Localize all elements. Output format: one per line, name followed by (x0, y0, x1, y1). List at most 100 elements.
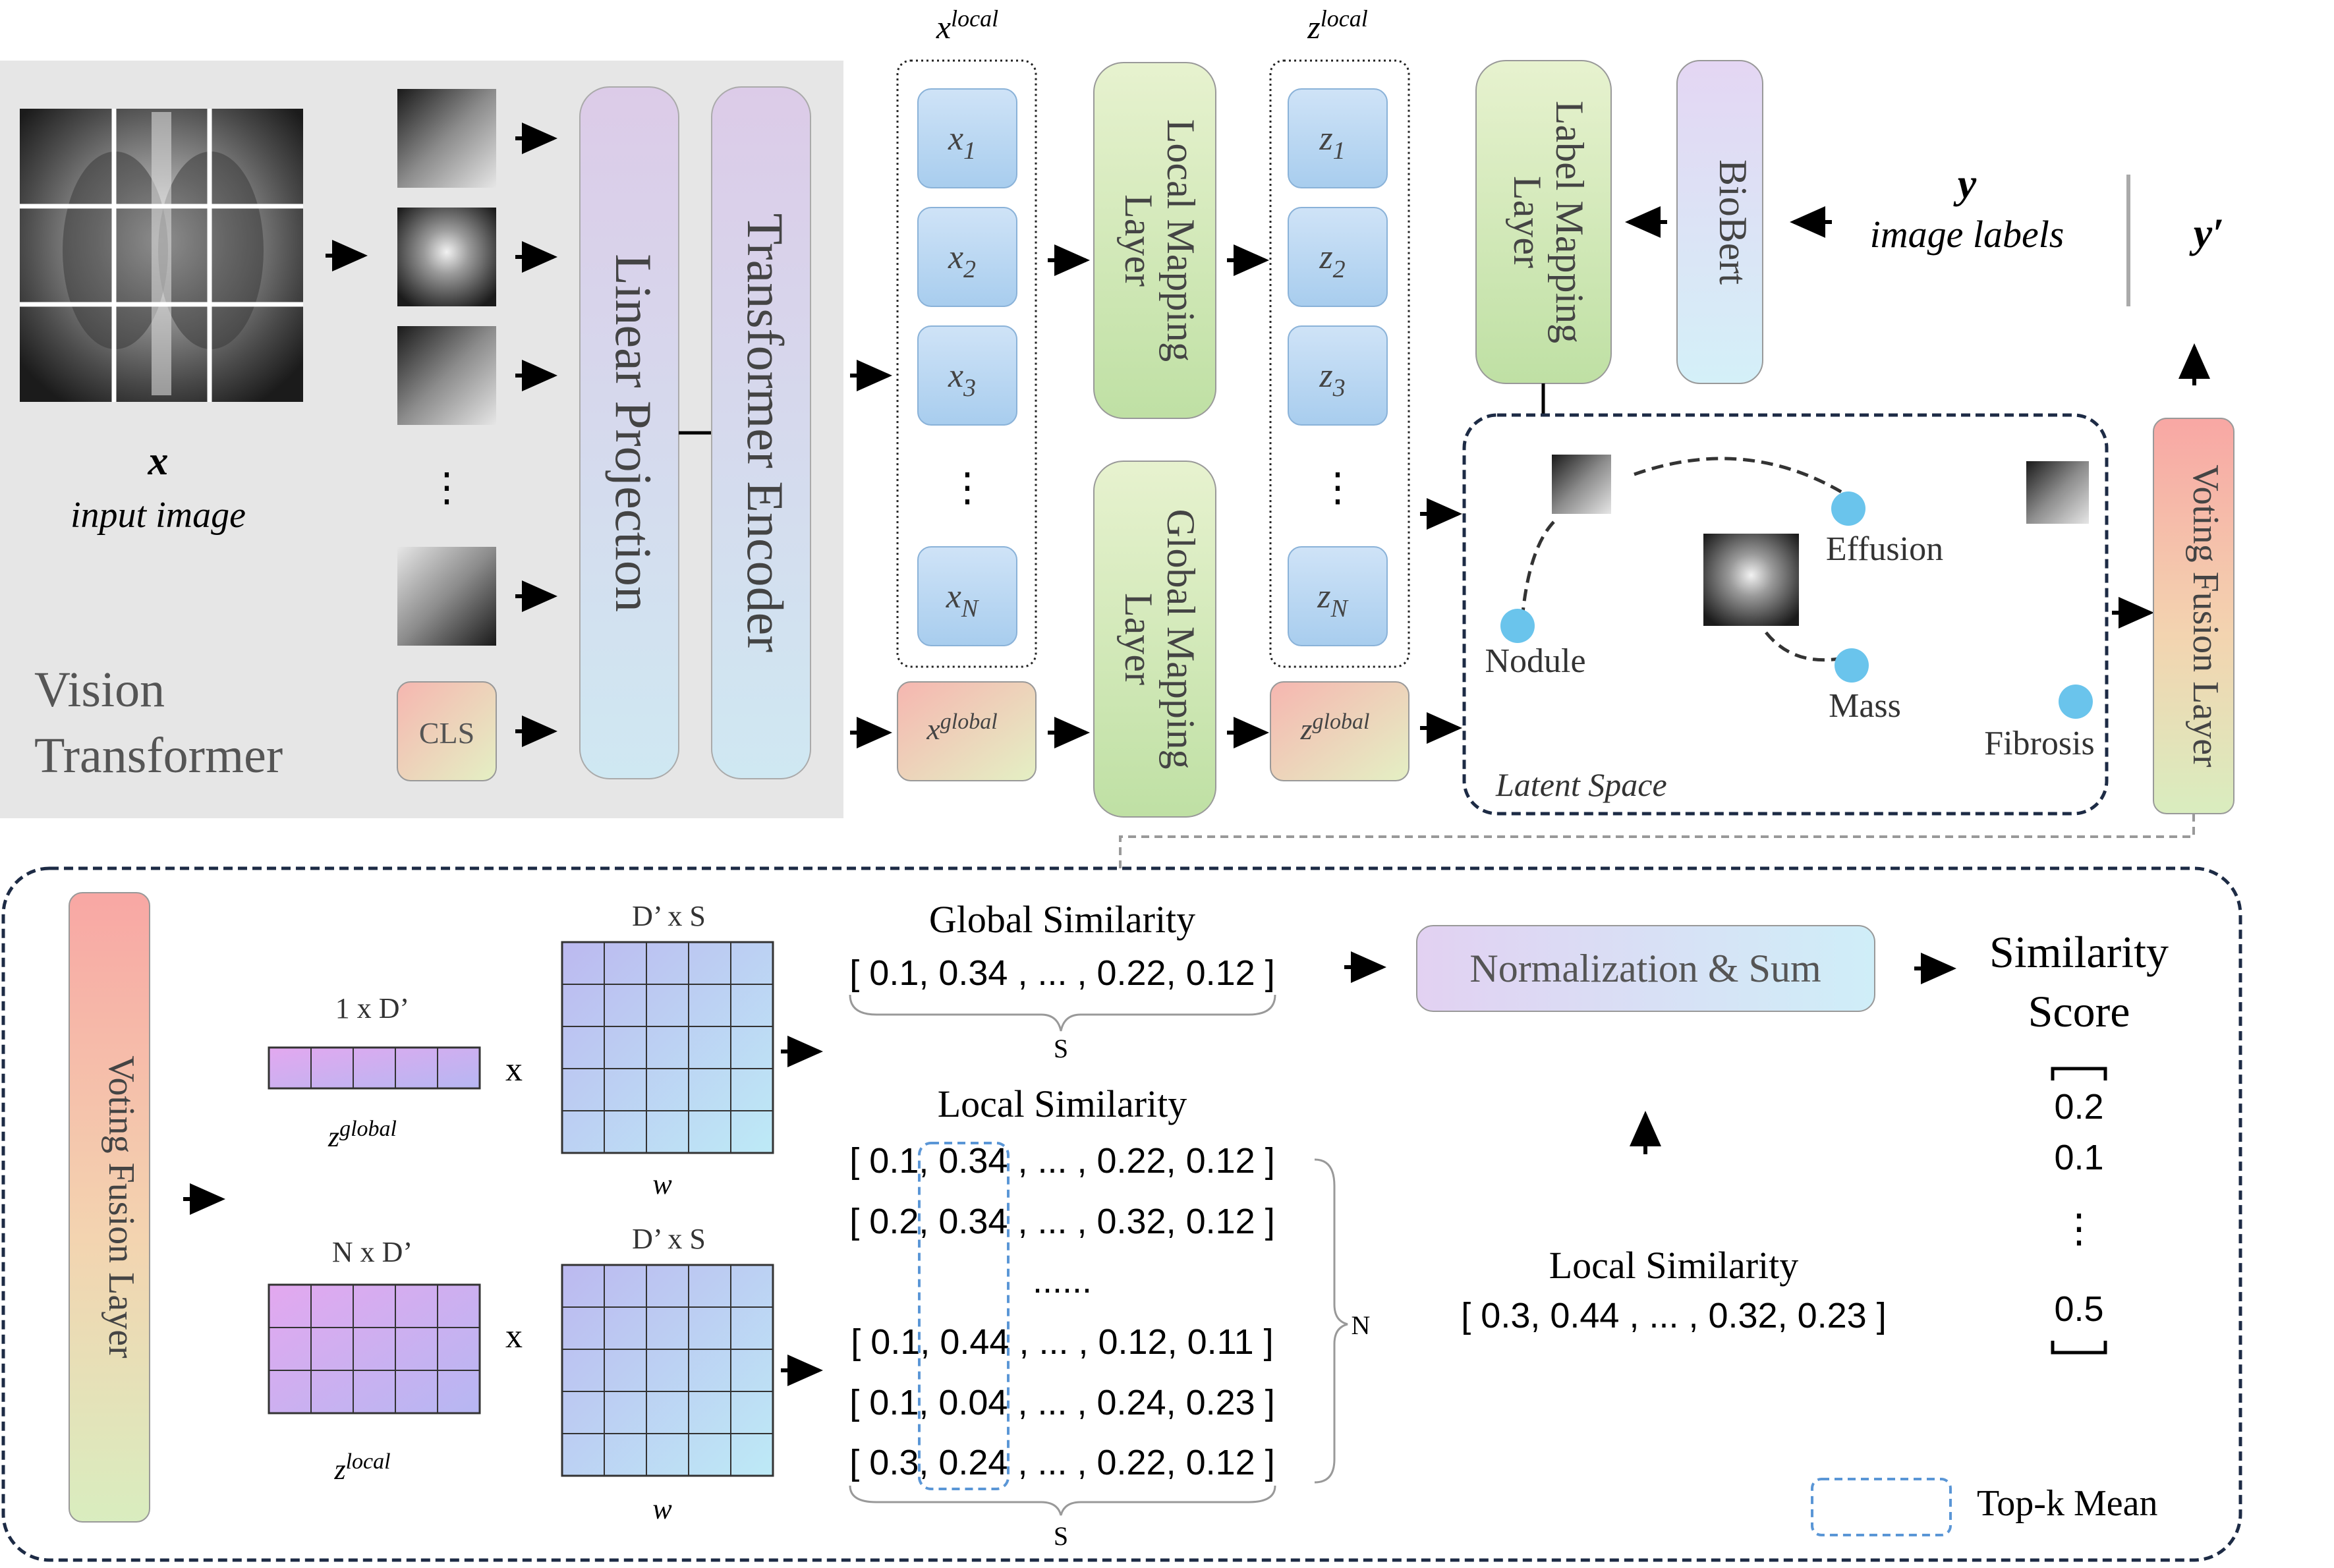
local-similarity-rows: [ 0.1, 0.34 , ... , 0.22, 0.12 ] [ 0.2, 0… (849, 1141, 1274, 1482)
times-top: x (505, 1051, 523, 1088)
voting-fusion-layer-top-label: Voting Fusion Layer (2185, 464, 2226, 768)
topk-highlight-column (918, 1142, 1010, 1490)
score-value-2: 0.1 (2054, 1138, 2103, 1177)
w-matrix-top (561, 941, 774, 1154)
latent-label-fibrosis: Fibrosis (1984, 725, 2095, 762)
latent-space-title: Latent Space (1495, 766, 1667, 803)
x-token-box-4 (917, 546, 1017, 646)
z-local-matrix (268, 1283, 481, 1414)
voting-fusion-layer-bottom-label: Voting Fusion Layer (101, 1055, 142, 1358)
z-token-label-2: z2 (1319, 238, 1345, 283)
x-token-box-3 (917, 325, 1017, 426)
x-token-box-2 (917, 207, 1017, 307)
x-global-label: xglobal (926, 710, 997, 746)
score-value-ellipsis: ⋮ (2059, 1207, 2099, 1250)
transformer-encoder-label: Transformer Encoder (737, 213, 794, 652)
x-token-label-2: x2 (948, 238, 976, 283)
latent-point-mass (1835, 648, 1869, 683)
w-label-bottom: w (652, 1493, 672, 1525)
latent-point-nodule (1500, 609, 1535, 643)
z-token-label-3: z3 (1319, 357, 1345, 402)
vit-title-line1: Vision (34, 662, 165, 717)
local-mapping-layer-box (1093, 62, 1216, 419)
local-similarity-brace-N (1314, 1158, 1348, 1484)
x-token-box-1 (917, 88, 1017, 188)
latent-label-mass: Mass (1829, 687, 1901, 725)
z-token-box-2 (1288, 207, 1388, 307)
local-brace-S: S (1054, 1521, 1068, 1551)
local-similarity-row-2: [ 0.2, 0.34 , ... , 0.32, 0.12 ] (849, 1202, 1274, 1241)
global-similarity-row: [ 0.1, 0.34 , ... , 0.22, 0.12 ] (849, 953, 1274, 993)
w-label-top: w (652, 1168, 672, 1200)
normalization-sum-label: Normalization & Sum (1469, 947, 1821, 990)
x-token-ellipsis: ⋮ (948, 466, 987, 509)
linear-projection-label: Linear Projection (605, 254, 662, 612)
latent-label-effusion: Effusion (1826, 530, 1943, 568)
biobert-box (1676, 60, 1763, 384)
z-local-matrix-frame (268, 1283, 481, 1414)
topk-legend-label: Top-k Mean (1977, 1483, 2157, 1524)
z-token-box-1 (1288, 88, 1388, 188)
normalization-sum-box (1416, 925, 1875, 1012)
patch-1 (397, 89, 496, 188)
x-token-label-1: x1 (948, 120, 976, 165)
local-similarity-row-1: [ 0.1, 0.34 , ... , 0.22, 0.12 ] (849, 1141, 1274, 1181)
z-global-box (1270, 681, 1409, 781)
times-bottom: x (505, 1318, 523, 1355)
local-similarity-row-5: [ 0.1, 0.04 , ... , 0.24, 0.23 ] (849, 1383, 1274, 1422)
z-token-box-4 (1288, 546, 1388, 646)
dim-NxD: N x D’ (332, 1236, 413, 1268)
local-similarity-row-3: ...... (1033, 1261, 1092, 1301)
global-mapping-layer-box (1093, 461, 1216, 818)
local-similarity-agg-row: [ 0.3, 0.44 , ... , 0.32, 0.23 ] (1461, 1296, 1886, 1335)
z-global-vector-label: zglobal (327, 1117, 397, 1153)
vit-title-line2: Transformer (34, 728, 283, 783)
detail-panel (1, 866, 2242, 1562)
y-symbol: y (1953, 160, 1977, 207)
dim-DxS-top: D’ x S (632, 900, 706, 932)
z-token-label-1: z1 (1319, 120, 1345, 165)
z-token-label-4: zN (1317, 578, 1349, 623)
patch-ellipsis: ⋮ (427, 466, 467, 509)
x-local-title: xlocal (936, 5, 998, 45)
score-bracket-top (2051, 1067, 2107, 1080)
patch-3 (397, 326, 496, 425)
patch-list: ⋮ (397, 89, 496, 646)
biobert-label: BioBert (1711, 159, 1755, 285)
connector-voting-to-detail (1119, 814, 2195, 868)
x-global-box (897, 681, 1037, 781)
global-brace-S: S (1054, 1034, 1068, 1063)
z-token-ellipsis: ⋮ (1318, 466, 1357, 509)
latent-xray-patch-1 (1552, 455, 1611, 514)
dim-1xD: 1 x D’ (335, 992, 409, 1024)
local-similarity-agg-title: Local Similarity (1549, 1244, 1799, 1287)
local-similarity-row-6: [ 0.3, 0.24 , ... , 0.22, 0.12 ] (849, 1443, 1274, 1482)
latent-xray-full (1703, 534, 1799, 626)
w-matrix-top-frame (561, 941, 774, 1154)
local-brace-N: N (1352, 1310, 1371, 1340)
score-value-1: 0.2 (2054, 1087, 2103, 1127)
latent-path-patch-effusion (1634, 457, 1846, 496)
global-mapping-layer-label: Global MappingLayer (1117, 509, 1203, 770)
cls-token-box (397, 681, 497, 781)
input-symbol: x (148, 439, 169, 484)
transformer-encoder-box (711, 86, 811, 779)
label-mapping-layer-label: Label MappingLayer (1506, 101, 1591, 343)
global-similarity-brace (849, 994, 1276, 1032)
latent-label-nodule: Nodule (1485, 642, 1585, 680)
z-token-box-3 (1288, 325, 1388, 426)
cls-token-label: CLS (419, 716, 474, 750)
y-prime-symbol: y′ (2189, 210, 2224, 256)
local-similarity-brace-S (849, 1485, 1276, 1516)
z-local-matrix-label: zlocal (333, 1449, 390, 1486)
dim-DxS-bottom: D’ x S (632, 1223, 706, 1255)
z-local-title: zlocal (1307, 5, 1367, 45)
x-local-group (896, 59, 1037, 668)
global-similarity-title: Global Similarity (929, 898, 1195, 941)
local-similarity-title: Local Similarity (938, 1082, 1187, 1125)
patch-n (397, 547, 496, 646)
local-similarity-row-4: [ 0.1, 0.44 , ... , 0.12, 0.11 ] (851, 1322, 1273, 1362)
z-local-group (1269, 59, 1410, 668)
